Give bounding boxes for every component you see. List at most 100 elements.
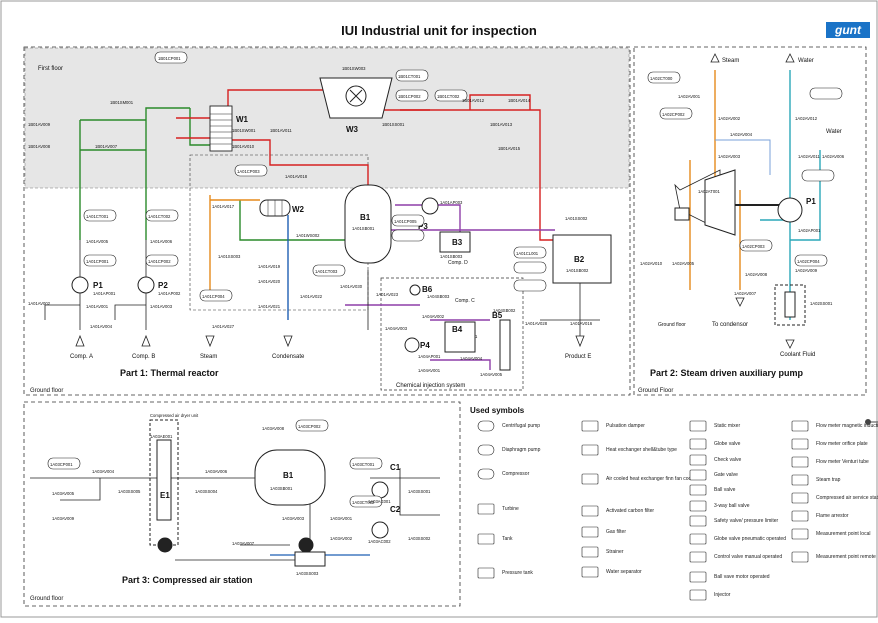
tag-t82: 1A03AV004 [92,469,115,474]
legend-symbol-label: Flow meter magnetic inductive [816,423,878,429]
tag-t54: 1A04AV005 [480,372,503,377]
tag-t2: 1B01SW003 [342,66,366,71]
label-water: Water [798,58,814,64]
tag-t81: 1A03CP001 [50,462,73,467]
tag-t14: 1B01AV012 [462,98,485,103]
legend-symbol-label: Control valve manual operated [714,554,782,560]
label-p3: P3 [418,222,428,231]
tag-t96: 1A03AC002 [368,539,391,544]
tag-t12: 1B01AV010 [232,144,255,149]
pump-p2 [137,276,155,294]
symbols-title: Used symbols [470,406,525,415]
page-title: IUI Industrial unit for inspection [341,23,537,38]
chem-injection-label: Chemical injection system [396,383,465,389]
tag-t30: 1A01AV017 [212,204,235,209]
tag-t15: 1B01AV013 [490,122,513,127]
legend-symbol-icon [689,454,707,466]
tag-t88: 1A03SS004 [195,489,218,494]
legend-symbol-icon [791,492,809,504]
ground-floor-label-2: Ground Floor [638,388,673,394]
legend-symbol-icon [689,589,707,601]
legend-symbol-icon [791,420,809,432]
tag-t60: 1A01AV030 [340,284,363,289]
tag-t76: 1A02CP004 [797,259,820,264]
legend-symbol-label: Gate valve [714,472,738,478]
legend-symbol-icon [477,420,495,432]
air-dryer-e1 [156,439,172,521]
reactor-b1 [344,184,392,264]
tag-t7: 1B01AV009 [28,122,51,127]
label-b6: B6 [422,285,433,294]
tag-t40: 1A01AV022 [300,294,323,299]
tag-t26: 1A01AV002 [28,301,51,306]
legend-symbol-icon [581,526,599,538]
ground-floor-label-3: Ground floor [30,596,63,602]
label-airdryer: Compressed air dryer unit [150,413,199,418]
legend-symbol-icon [581,505,599,517]
tag-t44: 1A01AP003 [440,200,463,205]
label-b1-part3: B1 [283,471,294,480]
legend-symbol-label: Measurement point remote [816,554,876,560]
tag-t91: 1A03SB001 [270,486,293,491]
tag-t94: 1A03SS001 [408,489,431,494]
tag-t39: 1A01AV021 [258,304,281,309]
label-productE: Product E [565,354,591,360]
label-p1-part2: P1 [806,197,816,206]
tag-t29: 1A01AV004 [90,324,113,329]
legend-symbol-label: Static mixer [714,423,740,429]
tag-t49: 1A04AV003 [385,326,408,331]
tag-t16: 1B01AV014 [508,98,531,103]
part3-title: Part 3: Compressed air station [122,575,253,585]
legend-symbol-icon [791,528,809,540]
tag-t47: 1A04SB003 [427,294,450,299]
legend-symbol-label: Ball vave motor operated [714,574,770,580]
label-water2: Water [826,129,842,135]
legend-symbol-label: 3-way ball valve [714,503,750,509]
legend-symbol-label: Tank [502,536,513,542]
tag-t25: 1A01AP002 [158,291,181,296]
tag-t74: 1A02AV011 [798,154,820,159]
label-e1: E1 [160,491,170,500]
label-tocondenser: To condensor [712,322,748,328]
tag-t86: 1A03AE001 [150,434,173,439]
legend-symbol-label: Heat exchanger shell&tube type [606,447,677,453]
label-c1: C1 [390,463,401,472]
tag-t102: 1A03AV007 [232,541,255,546]
tag-t24: 1A01AP001 [93,291,116,296]
label-w3: W3 [346,125,359,134]
pump-p3 [421,197,439,215]
tag-t6: 1B01SM001 [110,100,134,105]
tag-t100: 1A03AV002 [330,536,353,541]
legend-symbol-icon [689,533,707,545]
tag-t87: 1A03AV006 [205,469,228,474]
label-p2: P2 [158,281,168,290]
tag-t68: 1A02AV008 [745,272,768,277]
legend-symbol-icon [581,546,599,558]
tag-t95: 1A03CT002 [352,500,375,505]
tag-t92: 1A03CT001 [352,462,375,467]
label-compC: Comp. C [455,298,475,304]
label-c2: C2 [390,505,401,514]
oil-lines [209,195,260,300]
tag-t89: 1A03AV008 [262,426,285,431]
legend-symbol-label: Air cooled heat exchanger finn fan coole… [606,476,697,482]
legend-symbol-icon [581,444,599,456]
legend-symbol-icon [477,503,495,515]
first-floor-label: First floor [38,66,63,72]
legend-symbol-icon [689,469,707,481]
legend-symbol-icon [477,567,495,579]
heat-exchanger-w1 [209,105,233,152]
legend-symbol-icon [791,551,809,563]
tag-t20: 1A01AV005 [86,239,109,244]
turbine [704,169,736,236]
tag-t90: 1A03CP002 [298,424,321,429]
tag-t57: 1A01SB002 [566,268,589,273]
tag-t58: 1A01AV028 [525,321,548,326]
tag-t56: 1A01SS002 [565,216,588,221]
tag-t97: 1A03SS002 [408,536,431,541]
part3-lines [30,468,440,561]
part1-frame [23,46,631,396]
tag-t3: 1B01CT001 [398,74,421,79]
legend-symbol-icon [791,438,809,450]
